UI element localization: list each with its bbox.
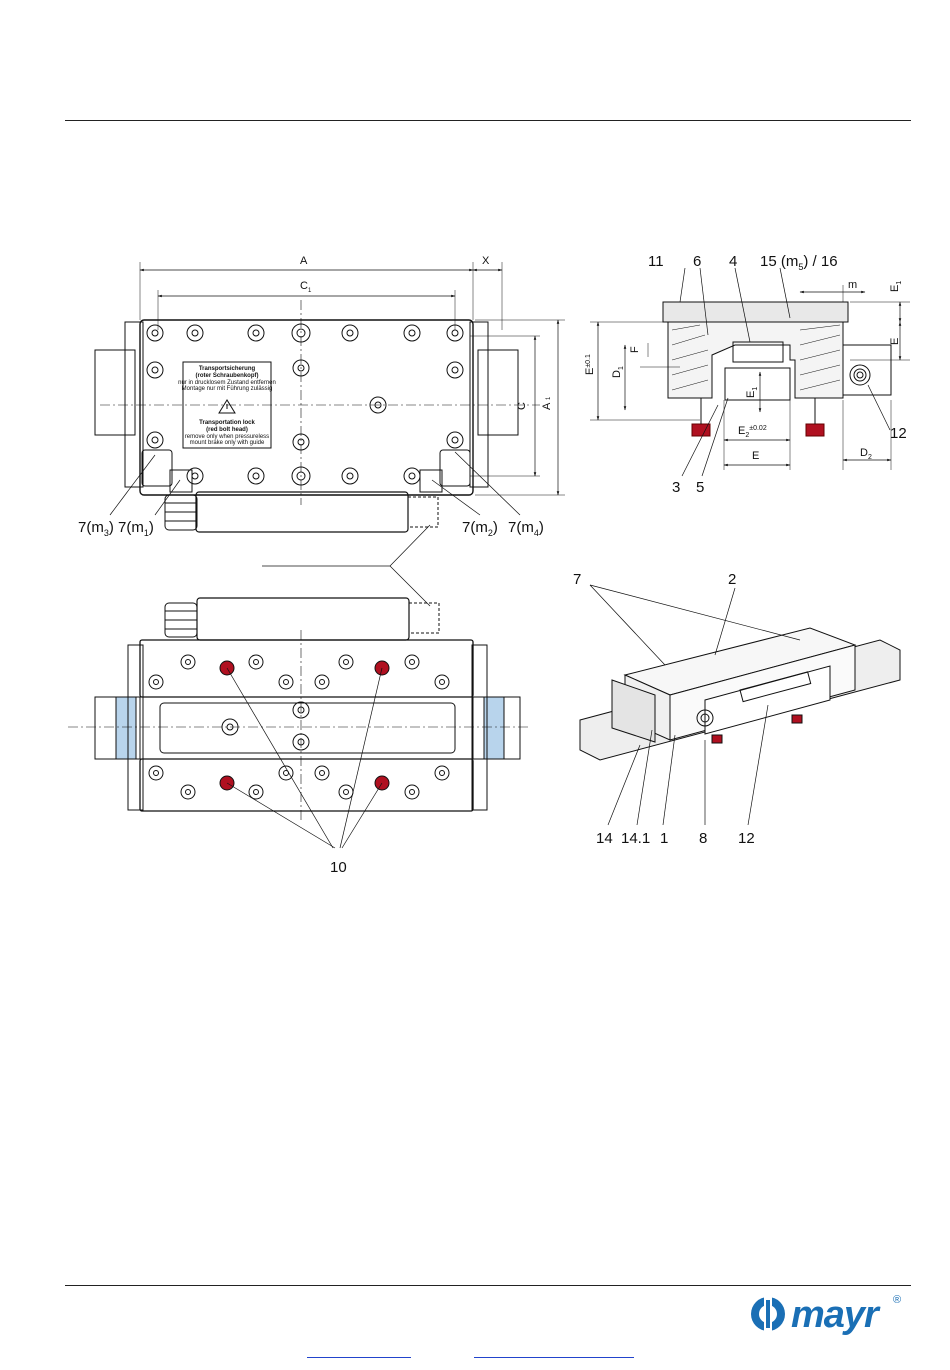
callout-7-persp: 7 (573, 571, 581, 588)
dim-e-tol: E±0.1 (584, 354, 596, 375)
callout-12-side: 12 (890, 425, 907, 442)
plate-de-1: Transportsicherung (199, 366, 256, 372)
callout-12-persp: 12 (738, 830, 755, 847)
callout-7-m4: 7(m4) (508, 519, 544, 538)
top-view (94, 262, 565, 607)
plate-en-1: Transportation lock (199, 420, 255, 426)
callout-1: 1 (660, 830, 668, 847)
dim-a: A (300, 255, 308, 267)
mayr-logo-icon (751, 1296, 785, 1332)
plate-en-3: remove only when pressureless (185, 434, 269, 440)
technical-drawing: A X C 1 C A 1 Transportsicherung (roter … (68, 253, 910, 876)
plate-de-4: Montage nur mit Führung zulässig (182, 386, 273, 392)
top-view-labels: A X C 1 C A 1 Transportsicherung (roter … (78, 255, 553, 538)
dim-e-bottom: E (752, 450, 759, 462)
dim-d2: D2 (860, 447, 872, 461)
dim-c1-sub: 1 (308, 288, 312, 294)
callout-8: 8 (699, 830, 707, 847)
logo-wordmark: mayr (791, 1294, 879, 1336)
dim-e2: E2±0.02 (738, 425, 767, 439)
registered-mark: ® (893, 1294, 902, 1306)
dim-e1-mid: E1 (745, 387, 759, 398)
plate-en-4: mount brake only with guide (190, 440, 265, 446)
bolt-row-top (146, 323, 464, 486)
dim-d1: D1 (611, 366, 625, 378)
dim-a1-sub: 1 (546, 396, 552, 400)
footer-link-2[interactable] (474, 1357, 634, 1358)
callout-5: 5 (696, 479, 704, 496)
dim-e-right: E (889, 338, 901, 345)
callout-14-1: 14.1 (621, 830, 650, 847)
plate-de-3: nur in drucklosem Zustand entfernen (178, 380, 276, 386)
callout-14: 14 (596, 830, 613, 847)
dim-c: C (516, 402, 528, 410)
dim-f: F (629, 346, 641, 353)
side-view (590, 267, 910, 477)
mayr-logo: mayr ® (748, 1292, 908, 1340)
callout-15-16: 15 (m5) / 16 (760, 253, 838, 272)
callout-7-m1: 7(m1) (118, 519, 154, 538)
plate-en-2: (red bolt head) (206, 427, 248, 433)
callout-11: 11 (648, 253, 664, 270)
footer-rule (65, 1285, 911, 1286)
callout-7-m3: 7(m3) (78, 519, 114, 538)
perspective-view (579, 584, 901, 826)
dim-x: X (482, 255, 490, 267)
dim-a1: A (541, 402, 553, 410)
callout-7-m2: 7(m2) (462, 519, 498, 538)
callout-2: 2 (728, 571, 736, 588)
side-view-labels: 11 6 4 15 (m5) / 16 12 3 5 m E1 E F E±0.… (584, 253, 907, 496)
perspective-labels: 7 2 14 14.1 1 8 12 (573, 571, 755, 847)
plate-de-2: (roter Schraubenkopf) (195, 373, 258, 379)
dim-e1-top: E1 (889, 281, 903, 292)
callout-6: 6 (693, 253, 701, 270)
callout-3: 3 (672, 479, 680, 496)
bottom-view (68, 597, 530, 849)
footer-link-1[interactable] (307, 1357, 411, 1358)
dim-m: m (848, 279, 857, 291)
dim-c1: C (300, 280, 308, 292)
header-rule (65, 120, 911, 121)
callout-10: 10 (330, 859, 347, 876)
callout-4: 4 (729, 253, 737, 270)
